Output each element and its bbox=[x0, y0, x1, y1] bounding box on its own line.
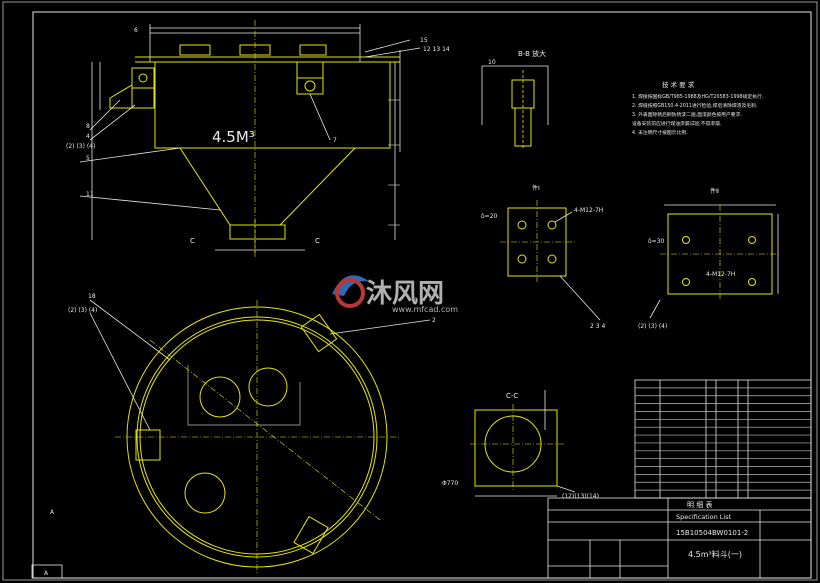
tech-req-line-4: 设备安装前应进行煤油渗漏试验,不得渗漏. bbox=[632, 120, 721, 127]
section-bb: B-B 放大 10 bbox=[481, 49, 549, 150]
watermark-brand: 沐风网 bbox=[366, 279, 444, 309]
top-view-ref-2: 2 bbox=[432, 317, 436, 324]
detail-1-thickness: δ=20 bbox=[481, 213, 498, 220]
section-cc-ref-b: Φ770 bbox=[442, 480, 458, 487]
ref-4: 4 bbox=[86, 133, 90, 140]
watermark: 沐风网 www.mfcad.com bbox=[332, 275, 458, 314]
ref-7: 7 bbox=[333, 137, 337, 144]
technical-requirements: 技 术 要 求 1. 焊接按国标GB/T985-1988及HG/T20583-1… bbox=[632, 80, 763, 136]
front-view: 15 12 13 14 6 8 4 (2) (3) (4) 5 7 11 4.5… bbox=[66, 20, 450, 258]
detail-part-1: 件Ⅰ 4-M12-7H δ=20 2 3 4 bbox=[481, 184, 605, 330]
drawing-number: 15B10504BW0101-2 bbox=[676, 529, 748, 537]
section-marker-c-left: C bbox=[190, 237, 195, 245]
part-name: 4.5m³料斗(一) bbox=[688, 549, 742, 559]
detail-1-refs: 2 3 4 bbox=[590, 323, 605, 330]
bom-title: 明 细 表 bbox=[687, 500, 712, 509]
detail-2-refs: (2) (3) (4) bbox=[638, 323, 667, 330]
tech-req-title: 技 术 要 求 bbox=[662, 80, 695, 89]
ref-8: 8 bbox=[86, 123, 90, 130]
section-cc: C-C Φ770 (12)(13)(14) bbox=[442, 390, 599, 500]
section-bb-ref: 10 bbox=[488, 59, 496, 66]
ref-234: (2) (3) (4) bbox=[66, 143, 95, 150]
tech-req-line-2: 2. 焊缝按照GB150.4-2011进行检验,焊后清除焊渣及毛刺. bbox=[632, 102, 757, 109]
section-cc-title: C-C bbox=[506, 392, 518, 400]
bottom-mark: A bbox=[44, 570, 49, 577]
detail-part-2: 件Ⅱ 4-M12-7H δ=30 (2) (3) (4) bbox=[638, 187, 780, 330]
bom-subtitle: Specification List bbox=[676, 513, 732, 521]
detail-2-title: 件Ⅱ bbox=[710, 187, 719, 195]
ref-15: 15 bbox=[420, 37, 428, 44]
section-bb-title: B-B 放大 bbox=[518, 49, 546, 58]
inner-frame bbox=[32, 11, 812, 579]
ref-5: 5 bbox=[86, 155, 90, 162]
top-view-ref-234: (2) (3) (4) bbox=[68, 307, 97, 314]
volume-label: 4.5M³ bbox=[212, 128, 255, 146]
section-cc-refs: (12)(13)(14) bbox=[562, 493, 599, 500]
top-view: 18 (2) (3) (4) 2 A bbox=[50, 293, 436, 575]
tech-req-line-3: 3. 外表面除锈后刷防锈漆二遍,面漆颜色按用户要求. bbox=[632, 111, 742, 118]
detail-1-title: 件Ⅰ bbox=[532, 184, 540, 192]
detail-2-hole-label: 4-M12-7H bbox=[706, 271, 735, 278]
top-view-ref-18: 18 bbox=[88, 293, 96, 300]
watermark-url: www.mfcad.com bbox=[392, 305, 458, 314]
ref-12-13-14: 12 13 14 bbox=[423, 46, 450, 53]
top-view-ref-a: A bbox=[50, 509, 55, 516]
title-block: 明 细 表 Specification List 15B10504BW0101-… bbox=[31, 497, 812, 579]
detail-2-thickness: δ=30 bbox=[648, 238, 665, 245]
tech-req-line-5: 4. 未注明尺寸按图示比例. bbox=[632, 129, 688, 136]
tech-req-line-1: 1. 焊接按国标GB/T985-1988及HG/T20583-1998规定执行. bbox=[632, 93, 763, 100]
bom-table bbox=[634, 379, 812, 499]
detail-1-hole-label: 4-M12-7H bbox=[574, 207, 603, 214]
section-marker-c-right: C bbox=[315, 237, 320, 245]
ref-11: 11 bbox=[86, 191, 94, 198]
ref-6: 6 bbox=[134, 27, 138, 34]
